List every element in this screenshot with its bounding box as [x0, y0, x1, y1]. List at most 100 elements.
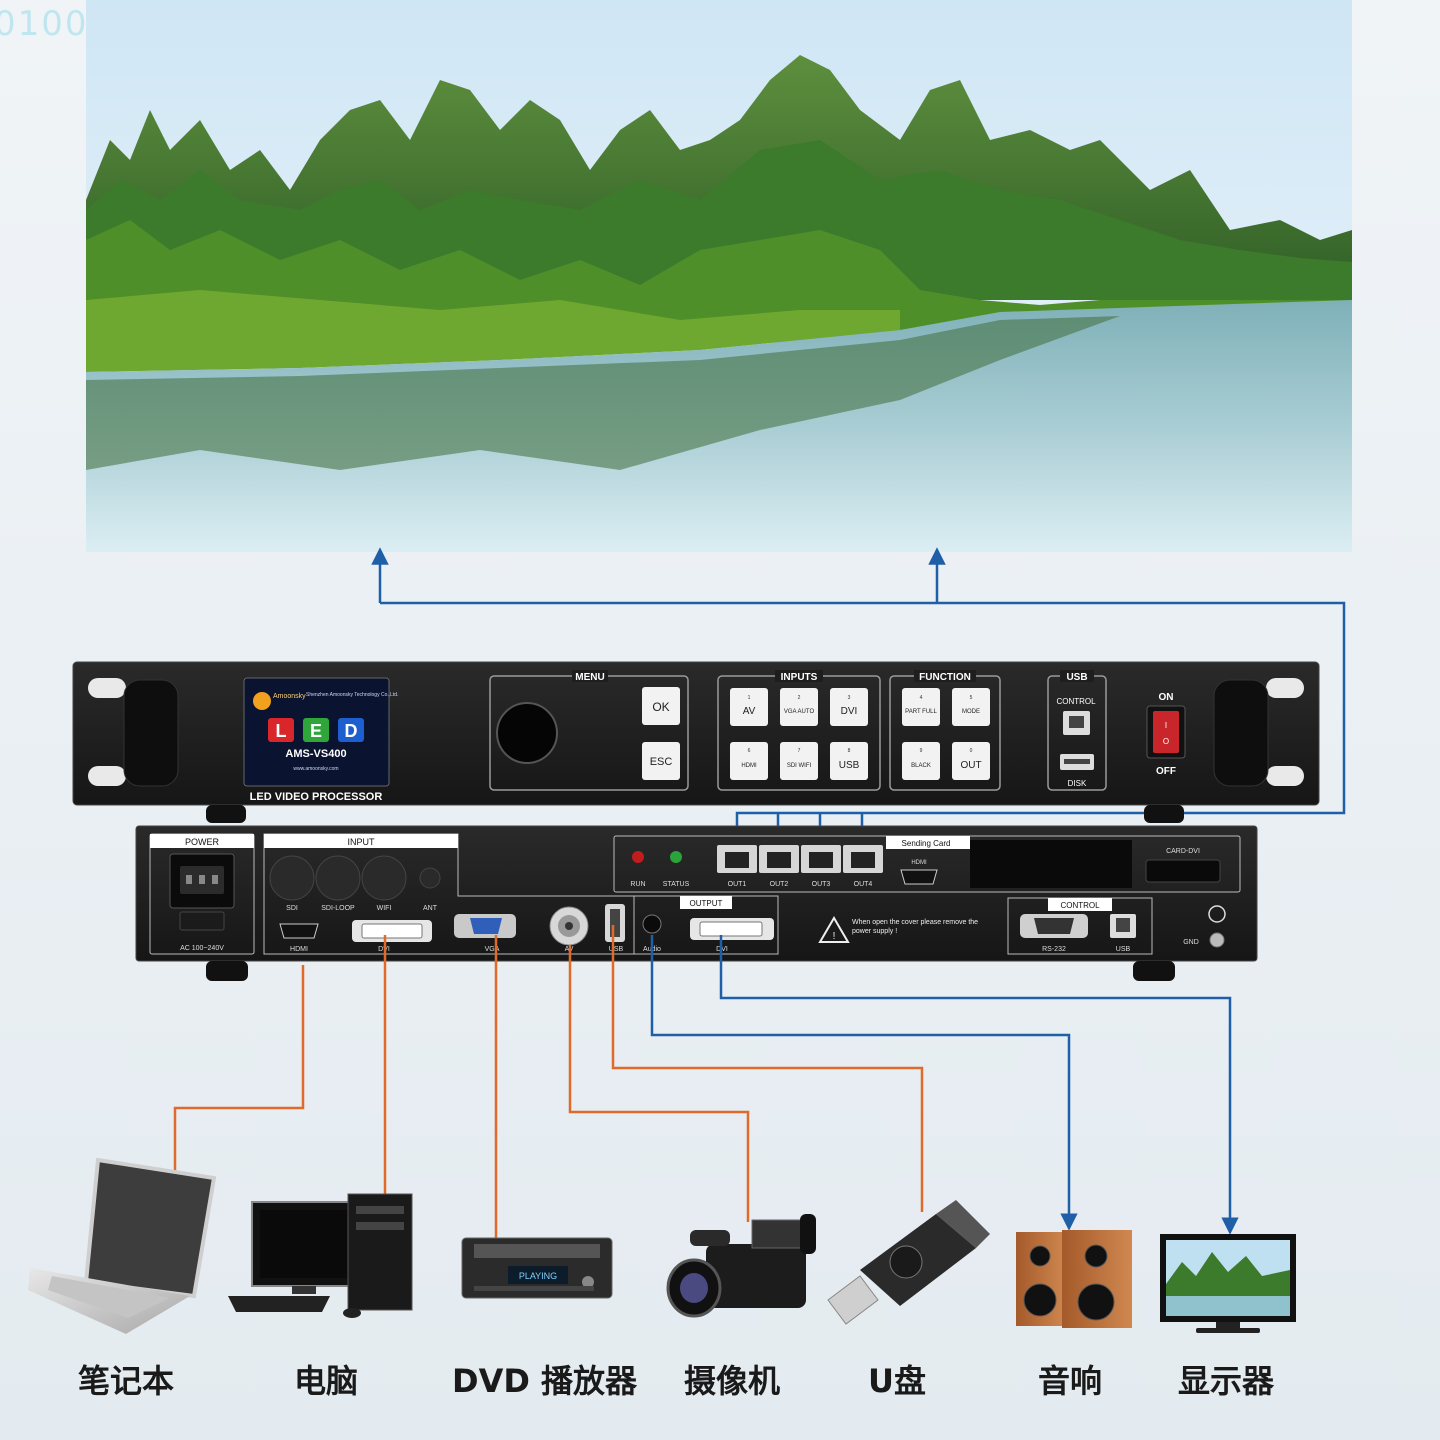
- svg-text:WIFI: WIFI: [377, 905, 392, 912]
- rear-panel: POWER AC 100~240V INPUT SDI SDI-LOOP WIF…: [135, 825, 1258, 981]
- svg-text:OUT4: OUT4: [854, 881, 873, 888]
- svg-text:BLACK: BLACK: [911, 763, 931, 769]
- svg-text:INPUT: INPUT: [348, 837, 376, 847]
- svg-text:ANT: ANT: [423, 905, 438, 912]
- svg-text:www.amoonsky.com: www.amoonsky.com: [293, 766, 338, 772]
- svg-text:RS-232: RS-232: [1042, 946, 1066, 953]
- device-label-camcorder: 摄像机: [684, 1362, 781, 1400]
- svg-text:E: E: [310, 721, 322, 741]
- svg-text:OK: OK: [652, 700, 669, 714]
- svg-text:STATUS: STATUS: [663, 881, 690, 888]
- svg-text:VGA AUTO: VGA AUTO: [784, 709, 815, 715]
- svg-text:CONTROL: CONTROL: [1056, 697, 1096, 706]
- svg-text:DISK: DISK: [1068, 779, 1087, 788]
- vga-input-port: VGA: [454, 914, 516, 953]
- svg-text:Amoonsky: Amoonsky: [273, 693, 306, 700]
- power-switch[interactable]: I O: [1146, 705, 1186, 759]
- svg-text:HDMI: HDMI: [290, 946, 308, 953]
- speaker-icon: [1016, 1230, 1132, 1328]
- svg-text:6: 6: [748, 748, 751, 754]
- led-screen-image: [86, 0, 1352, 552]
- warning-text: When open the cover please remove the po…: [852, 919, 979, 935]
- svg-text:7: 7: [798, 748, 801, 754]
- svg-text:0: 0: [970, 748, 973, 754]
- svg-text:MENU: MENU: [575, 672, 604, 683]
- svg-text:SDI WIFI: SDI WIFI: [787, 763, 812, 769]
- svg-text:8: 8: [848, 748, 851, 754]
- front-panel-title: LED VIDEO PROCESSOR: [250, 791, 383, 803]
- brand-logo: Amoonsky Shenzhen Amoonsky Technology Co…: [243, 677, 398, 787]
- device-label-monitor: 显示器: [1178, 1362, 1275, 1400]
- svg-text:OUT1: OUT1: [728, 881, 747, 888]
- svg-text:MODE: MODE: [962, 709, 980, 715]
- output-wires: [650, 935, 1239, 1235]
- svg-text:PLAYING: PLAYING: [519, 1271, 557, 1281]
- svg-text:AMS-VS400: AMS-VS400: [285, 748, 346, 760]
- svg-text:CARD-DVI: CARD-DVI: [1166, 848, 1200, 855]
- svg-text:OUT3: OUT3: [812, 881, 831, 888]
- front-panel: Amoonsky Shenzhen Amoonsky Technology Co…: [72, 661, 1320, 823]
- esc-button[interactable]: ESC: [642, 742, 680, 780]
- svg-text:!: !: [833, 931, 836, 942]
- watermark: 0100: [0, 4, 89, 44]
- svg-text:HDMI: HDMI: [741, 763, 757, 769]
- rj45-out-ports: OUT1 OUT2 OUT3 OUT4: [717, 845, 883, 888]
- camcorder-icon: [666, 1214, 816, 1318]
- svg-text:2: 2: [798, 695, 801, 701]
- svg-text:O: O: [1163, 737, 1169, 746]
- svg-text:PART FULL: PART FULL: [905, 709, 937, 715]
- warning-icon: [818, 916, 850, 943]
- svg-text:OUTPUT: OUTPUT: [690, 899, 723, 908]
- hdmi-input-port: HDMI: [279, 923, 319, 953]
- svg-text:VGA: VGA: [485, 946, 500, 953]
- svg-text:L: L: [276, 721, 287, 741]
- device-label-usb-drive: U盘: [868, 1362, 926, 1400]
- ok-button[interactable]: OK: [642, 687, 680, 725]
- input-button-av[interactable]: 1AV: [730, 688, 768, 726]
- desktop-computer-icon: [228, 1193, 413, 1318]
- svg-text:SDI-LOOP: SDI-LOOP: [321, 905, 355, 912]
- svg-text:3: 3: [848, 695, 851, 701]
- monitor-icon: [1160, 1234, 1296, 1333]
- device-label-dvd-player: DVD 播放器: [452, 1362, 638, 1400]
- svg-text:4: 4: [920, 695, 923, 701]
- svg-text:5: 5: [970, 695, 973, 701]
- svg-text:DVI: DVI: [841, 706, 858, 717]
- ground-symbol-icon: [1208, 905, 1226, 923]
- svg-text:Shenzhen Amoonsky Technology C: Shenzhen Amoonsky Technology Co.,Ltd.: [306, 692, 398, 698]
- menu-knob[interactable]: [496, 702, 558, 764]
- svg-text:ESC: ESC: [650, 756, 673, 768]
- svg-text:FUNCTION: FUNCTION: [919, 672, 971, 683]
- dvd-player-icon: PLAYING: [461, 1237, 613, 1299]
- svg-text:USB: USB: [1066, 672, 1087, 683]
- svg-text:USB: USB: [839, 760, 860, 771]
- svg-text:I: I: [1165, 721, 1167, 730]
- svg-text:OUT2: OUT2: [770, 881, 789, 888]
- laptop-icon: [28, 1157, 217, 1334]
- svg-text:Sending Card: Sending Card: [902, 839, 951, 848]
- svg-text:USB: USB: [609, 946, 624, 953]
- svg-text:ON: ON: [1159, 692, 1174, 703]
- svg-text:RUN: RUN: [630, 881, 645, 888]
- usb-input-port: USB: [605, 904, 625, 953]
- svg-text:INPUTS: INPUTS: [781, 672, 818, 683]
- device-label-computer: 电脑: [294, 1362, 359, 1400]
- svg-text:9: 9: [920, 748, 923, 754]
- svg-text:1: 1: [748, 695, 751, 701]
- svg-text:CONTROL: CONTROL: [1060, 901, 1100, 910]
- svg-text:D: D: [345, 721, 358, 741]
- svg-text:HDMI: HDMI: [911, 860, 927, 866]
- svg-text:AC 100~240V: AC 100~240V: [180, 945, 224, 952]
